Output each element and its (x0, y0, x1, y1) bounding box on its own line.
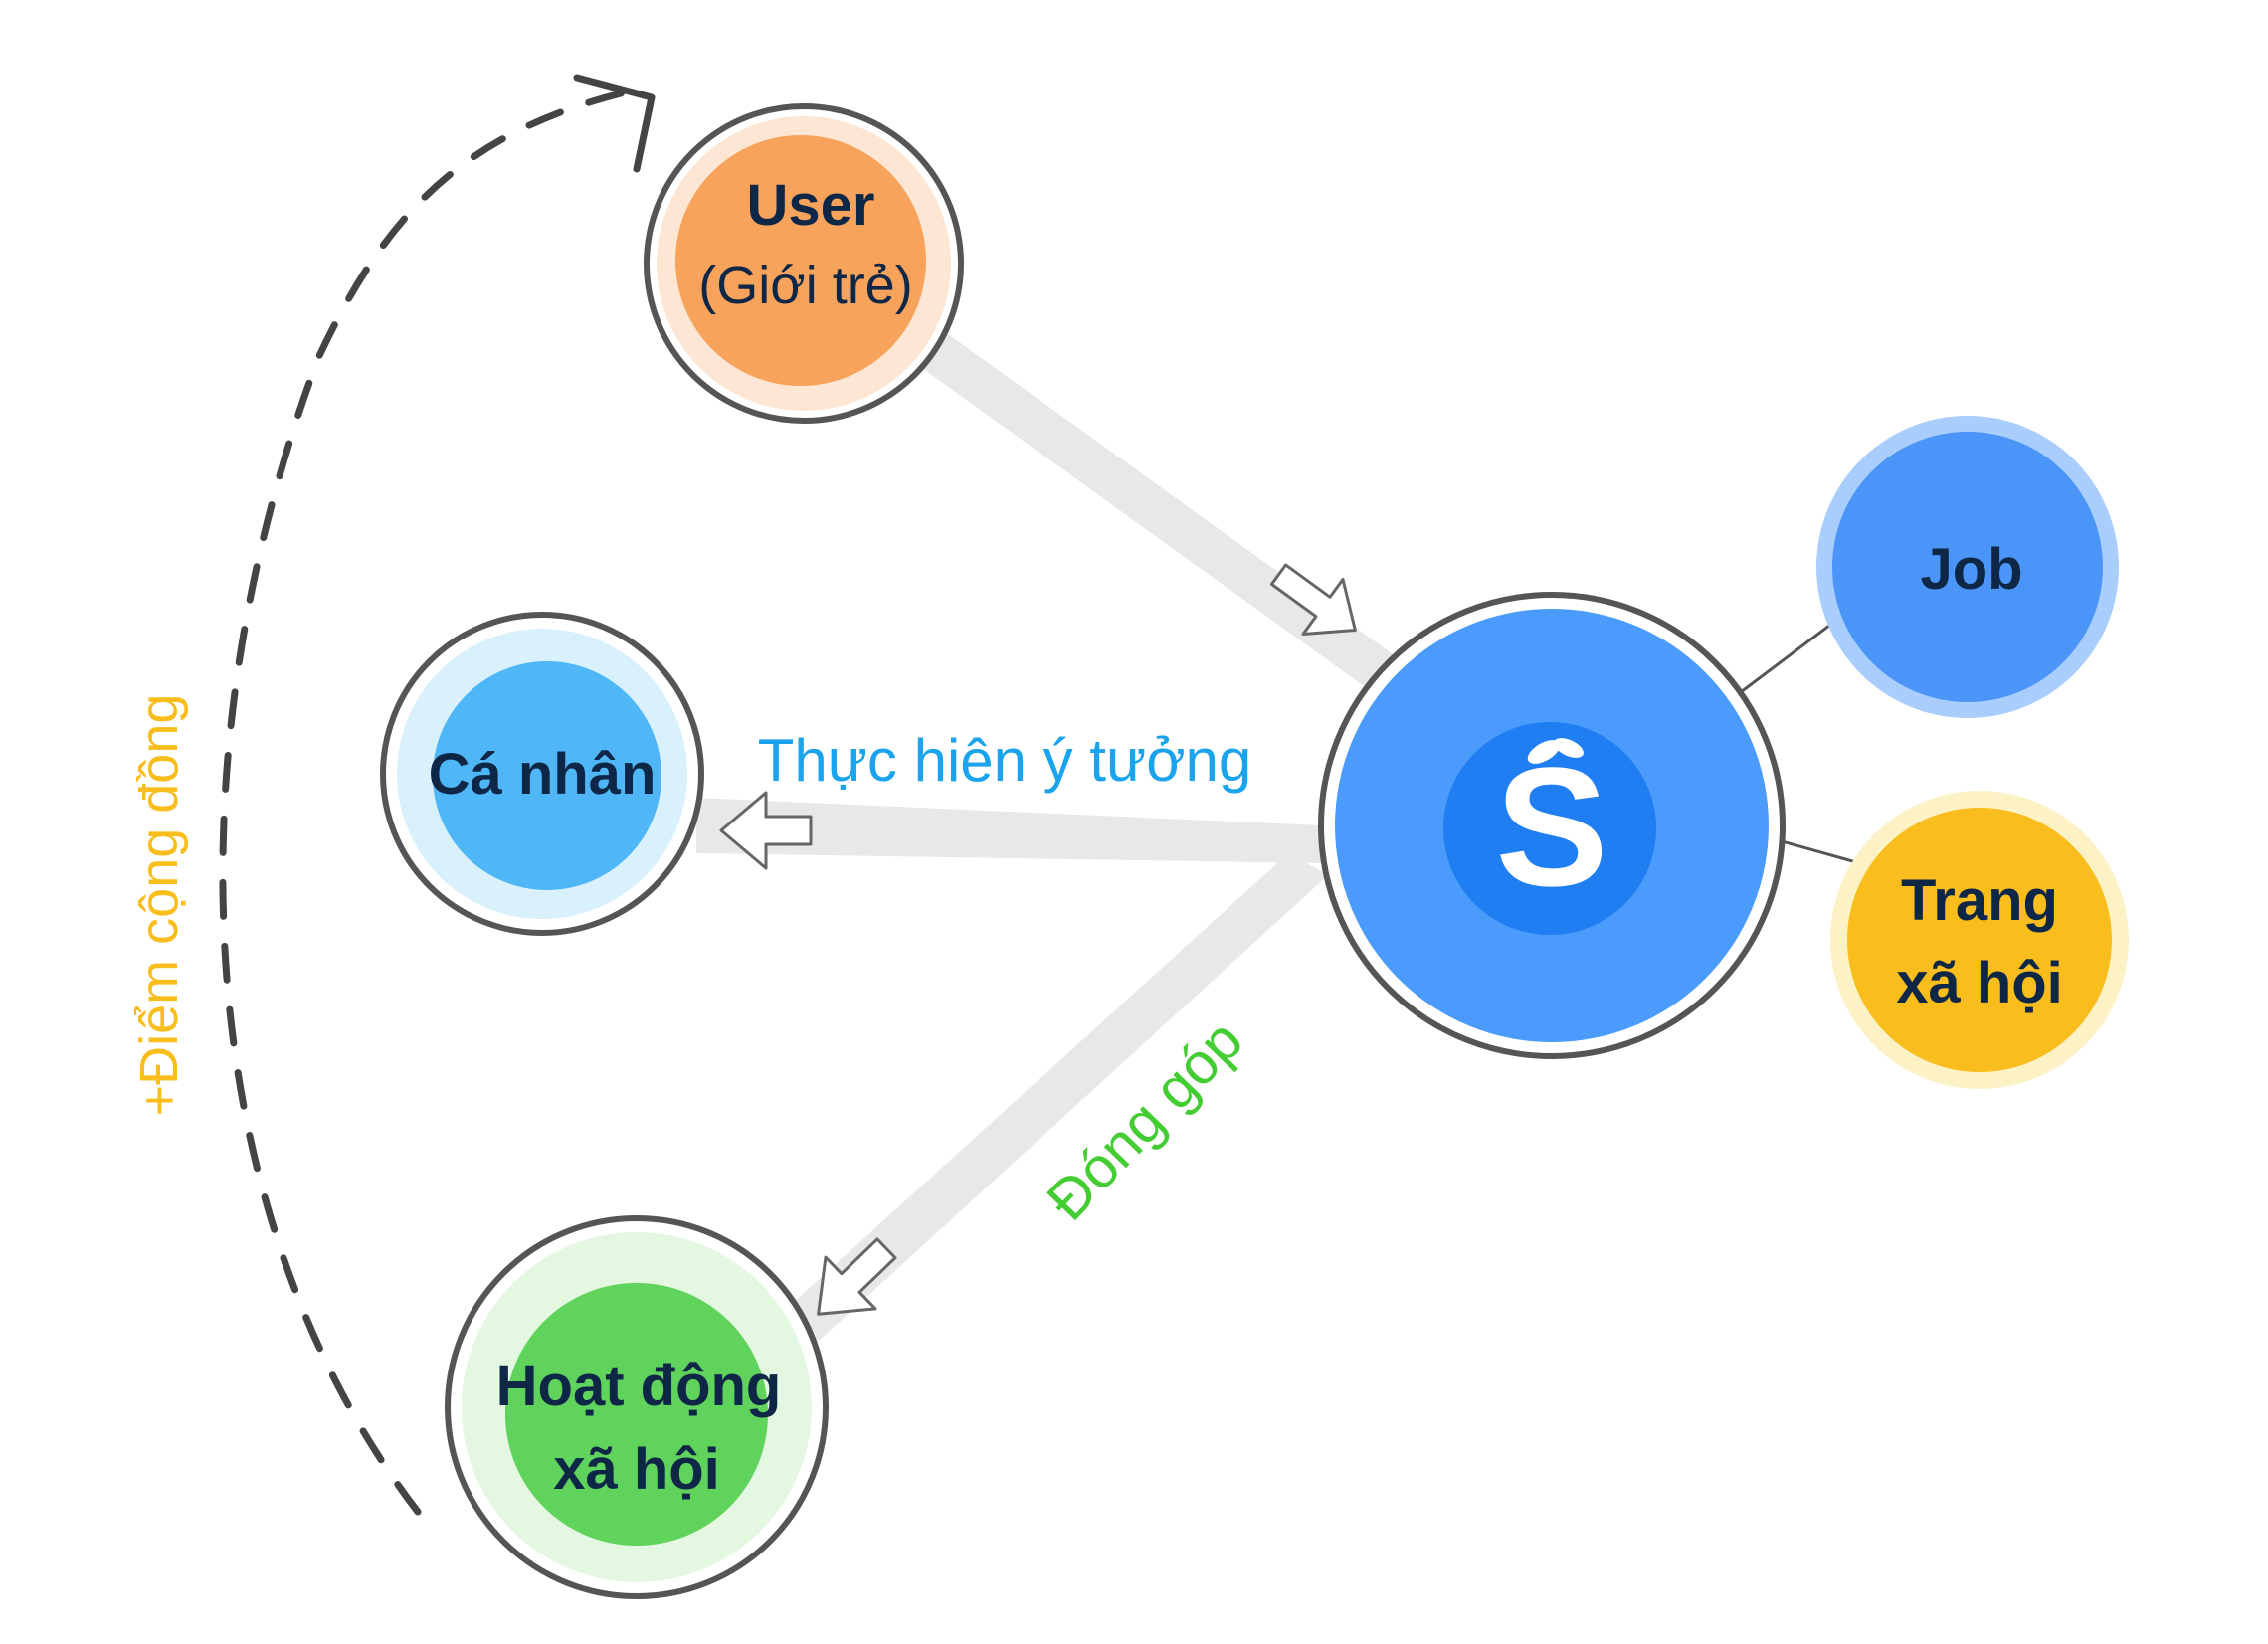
job-title: Job (1920, 537, 2022, 602)
hoat-dong-fill (505, 1283, 768, 1546)
ca-nhan-fill (433, 661, 662, 890)
community-points-arrowhead (573, 74, 656, 173)
leaf-icon (1527, 738, 1584, 764)
hoat-dong-line2: xã hội (553, 1437, 720, 1502)
ca-nhan-title: Cá nhân (429, 742, 657, 807)
band-hub-to-hoat-dong (771, 853, 1328, 1353)
hoat-dong-line1: Hoạt động (496, 1354, 782, 1418)
user-fill (675, 135, 926, 386)
node-user[interactable]: User (Giới trẻ) (644, 103, 964, 424)
trang-fill (1847, 808, 2112, 1072)
trang-line2: xã hội (1896, 951, 2063, 1015)
node-trang-xa-hoi[interactable]: Trang xã hội (1830, 791, 2129, 1089)
arrow-into-ca-nhan-icon (719, 791, 813, 870)
node-ca-nhan[interactable]: Cá nhân (380, 612, 704, 936)
node-job[interactable]: Job (1816, 416, 2119, 718)
node-hub[interactable]: S (1318, 592, 1786, 1059)
hub-logo-letter: S (1495, 733, 1607, 922)
node-hoat-dong-xa-hoi[interactable]: Hoạt động xã hội (445, 1215, 829, 1599)
band-user-to-hub (915, 328, 1403, 696)
hub-logo-circle (1443, 722, 1656, 935)
band-hub-to-ca-nhan (696, 798, 1323, 863)
trang-line1: Trang (1901, 868, 2058, 933)
arrow-into-hub-icon (1269, 563, 1357, 637)
label-thuc-hien-y-tuong: Thực hiên ý tưởng (758, 727, 1252, 794)
arrow-into-hoat-dong-icon (817, 1237, 897, 1316)
user-subtitle: (Giới trẻ) (698, 256, 912, 315)
user-title: User (747, 173, 875, 238)
label-diem-cong-dong: +Điểm cộng đồng (129, 694, 189, 1117)
job-fill (1832, 432, 2103, 702)
